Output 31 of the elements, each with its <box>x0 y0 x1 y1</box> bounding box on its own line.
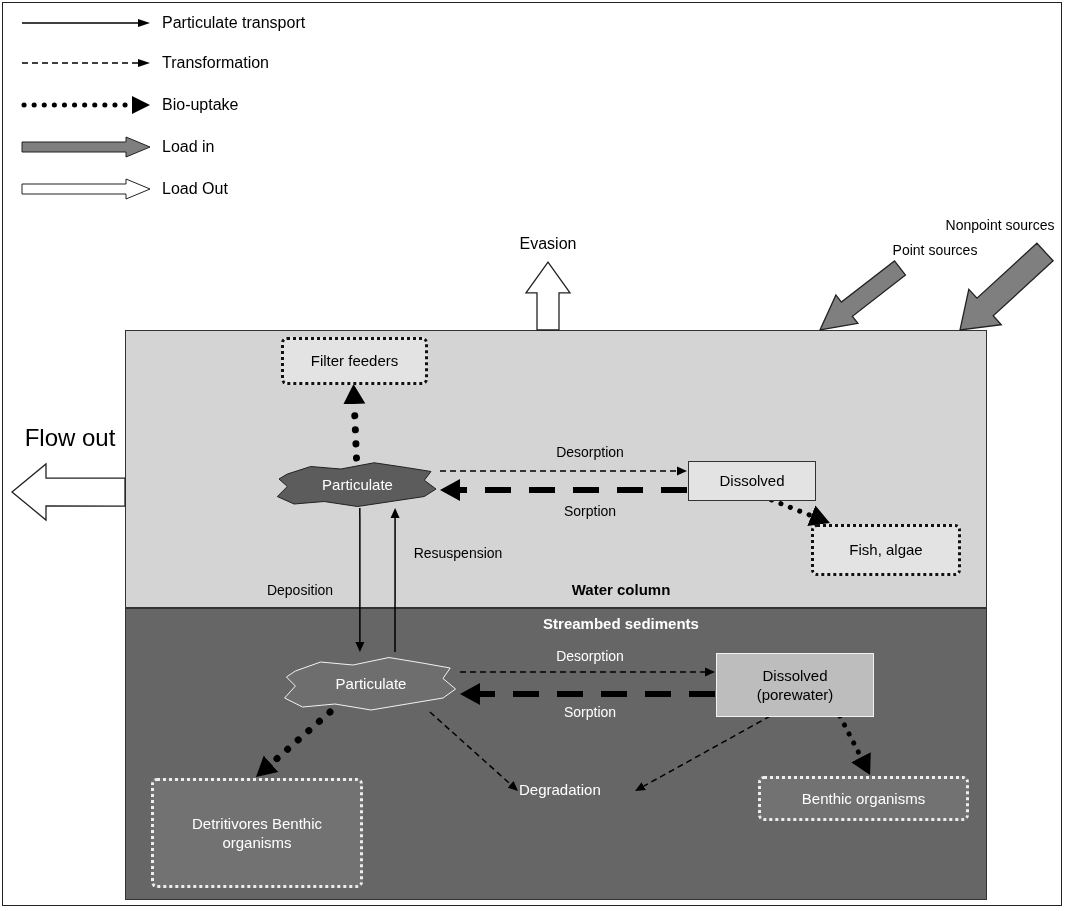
sediment-band <box>125 608 987 900</box>
legend-label: Particulate transport <box>162 14 306 32</box>
water-column-band <box>125 330 987 608</box>
arrow <box>429 711 518 791</box>
block-arrow <box>10 462 126 522</box>
organism-box: Filter feeders <box>281 337 428 385</box>
band-heading: Streambed sediments <box>543 615 699 632</box>
arrow <box>440 479 687 501</box>
node-label: Degradation <box>519 781 601 798</box>
band-heading: Water column <box>571 581 671 598</box>
arrow <box>256 708 334 777</box>
arrow <box>460 683 715 705</box>
arrow <box>390 508 400 653</box>
organism-box: Benthic organisms <box>758 776 969 821</box>
arrow <box>459 667 715 677</box>
block-arrow <box>818 260 907 331</box>
legend-label: Bio-uptake <box>162 96 239 114</box>
organism-box: Fish, algae <box>811 524 961 576</box>
arrow <box>439 466 687 476</box>
block-arrow <box>524 260 572 331</box>
arrow <box>343 384 366 462</box>
node-label: Particulate <box>334 674 408 692</box>
legend-label: Load Out <box>162 180 228 198</box>
legend-label: Load in <box>162 138 215 156</box>
organism-box: Detritivores Benthic organisms <box>151 778 363 888</box>
legend-label: Transformation <box>162 54 269 72</box>
block-arrow <box>959 242 1054 331</box>
process-box: Dissolved <box>688 461 816 501</box>
process-box: Dissolved (porewater) <box>716 653 874 717</box>
node-label: Particulate <box>321 475 394 493</box>
arrow <box>355 507 365 652</box>
